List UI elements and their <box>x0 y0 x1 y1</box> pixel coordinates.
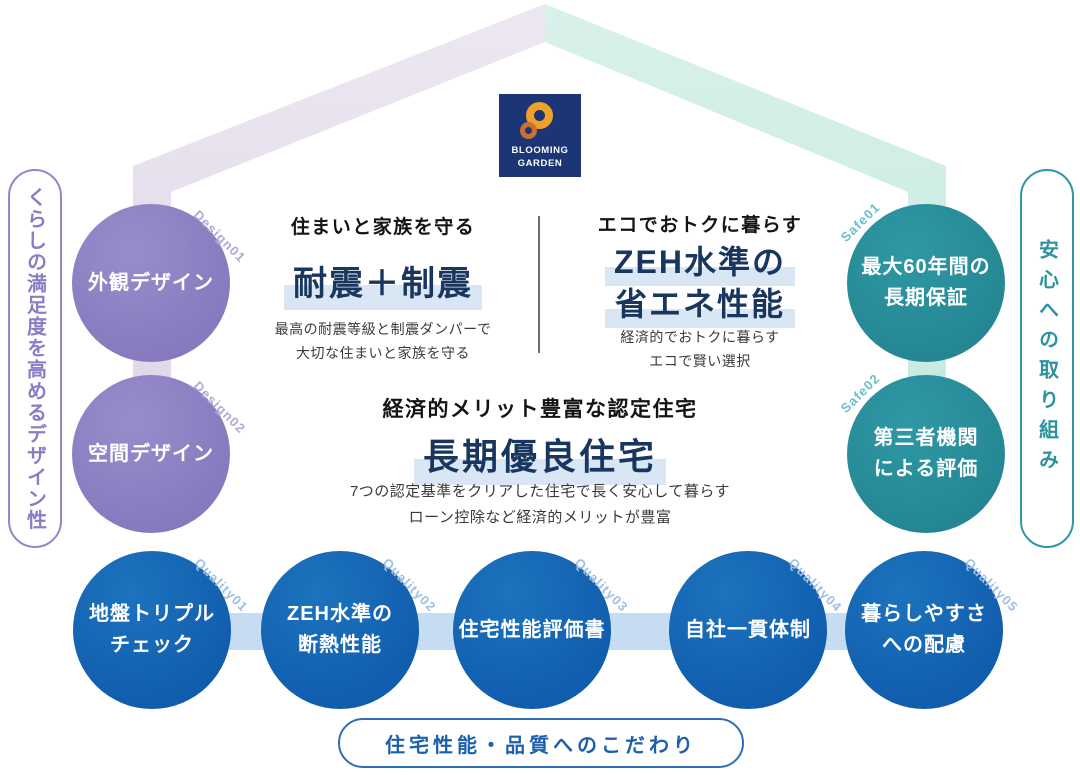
design-category-pill: くらしの満足度を高めるデザイン性 <box>8 169 62 548</box>
circle-design-01-label: 外観デザイン <box>88 271 214 294</box>
zeh-title-line2: 省エネ性能 <box>604 286 796 328</box>
orange-ring-icon <box>526 102 553 129</box>
logo-wordmark: BLOOMING GARDEN <box>511 145 568 170</box>
circle-quality-01: 地盤トリプル チェック <box>73 551 231 709</box>
circle-design-02: 空間デザイン <box>72 375 230 533</box>
quality-category-label: 住宅性能・品質へのこだわり <box>385 734 697 757</box>
circle-quality-04: 自社一貫体制 <box>669 551 827 709</box>
circle-quality-02: ZEH水準の 断熱性能 <box>261 551 419 709</box>
circle-quality-05: 暮らしやすさ への配慮 <box>845 551 1003 709</box>
certified-section-heading: 経済的メリット豊富な認定住宅 <box>382 398 698 421</box>
circle-quality-01-label: 地盤トリプル チェック <box>89 603 215 656</box>
circle-quality-03: 住宅性能評価書 <box>453 551 611 709</box>
roof-right-band <box>545 4 946 520</box>
certified-title-highlight: 長期優良住宅 <box>413 428 667 485</box>
circle-design-01: 外観デザイン <box>72 204 230 362</box>
roof-left-band <box>133 4 545 520</box>
quake-section-desc: 最高の耐震等級と制震ダンパーで 大切な住まいと家族を守る <box>274 321 492 361</box>
circle-safe-01-label: 最大60年間の 長期保証 <box>861 256 991 309</box>
certified-section-desc: 7つの認定基準をクリアした住宅で長く安心して暮らす ローン控除など経済的メリット… <box>349 483 731 526</box>
logo-line1: BLOOMING <box>511 145 569 157</box>
quality-category-pill: 住宅性能・品質へのこだわり <box>338 718 744 768</box>
zeh-section-title: ZEH水準の 省エネ性能 <box>604 244 796 329</box>
circle-quality-02-label: ZEH水準の 断熱性能 <box>287 603 393 656</box>
quake-title-highlight: 耐震＋制震 <box>284 256 482 310</box>
zeh-section-desc: 経済的でおトクに暮らす エコで賢い選択 <box>620 329 780 369</box>
flower-rings-icon <box>499 94 581 146</box>
safety-category-pill: 安心への取り組み <box>1020 169 1074 548</box>
circle-quality-05-label: 暮らしやすさ への配慮 <box>861 603 987 656</box>
small-orange-ring-icon <box>520 122 537 139</box>
logo-line2: GARDEN <box>517 157 563 169</box>
circle-safe-02-label: 第三者機関 による評価 <box>873 427 979 480</box>
circle-safe-01: 最大60年間の 長期保証 <box>847 204 1005 362</box>
circle-safe-02: 第三者機関 による評価 <box>847 375 1005 533</box>
zeh-section-heading: エコでおトクに暮らす <box>597 215 803 236</box>
blooming-garden-logo: BLOOMING GARDEN <box>499 94 581 177</box>
certified-section-title: 長期優良住宅 <box>413 428 667 485</box>
section-divider-line <box>538 216 540 353</box>
quake-section-title: 耐震＋制震 <box>284 256 482 310</box>
circle-design-02-label: 空間デザイン <box>88 442 214 465</box>
design-category-label: くらしの満足度を高めるデザイン性 <box>23 186 46 531</box>
circle-quality-03-label: 住宅性能評価書 <box>458 618 606 641</box>
zeh-title-line1: ZEH水準の <box>604 244 796 286</box>
circle-quality-04-label: 自社一貫体制 <box>685 618 811 641</box>
quake-section-heading: 住まいと家族を守る <box>290 217 476 238</box>
safety-category-label: 安心への取り組み <box>1035 238 1058 479</box>
